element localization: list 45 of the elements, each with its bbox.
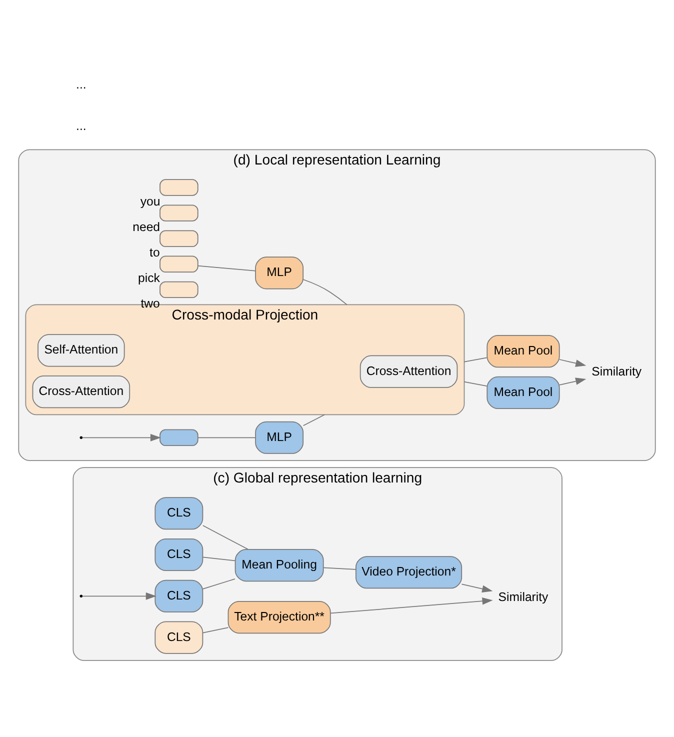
node-box: CLS: [154, 621, 204, 654]
connector: [202, 556, 236, 562]
node-box: [160, 256, 198, 272]
node-box: Cross-Attention: [360, 355, 458, 388]
node-label: you: [140, 194, 160, 208]
arrow: [559, 359, 586, 367]
node-box: Mean Pooling: [234, 549, 324, 582]
connector: [302, 414, 325, 426]
arrow: [82, 434, 161, 442]
label: ...: [76, 119, 86, 134]
connector: [464, 357, 488, 362]
node-label: pick: [138, 270, 160, 285]
arrow: [330, 597, 493, 614]
node-box: Mean Pool: [486, 376, 560, 409]
node-box: CLS: [154, 538, 204, 572]
node-label: to: [150, 245, 160, 260]
arrow: [461, 584, 493, 592]
node-box: [160, 179, 198, 196]
node-box: [160, 204, 198, 222]
node-box: CLS: [154, 580, 204, 612]
node-box: Self-Attention: [38, 334, 125, 367]
connector: [202, 525, 248, 550]
connector: [202, 627, 229, 634]
arrow: [559, 378, 586, 386]
label: ...: [76, 78, 86, 92]
connector: [202, 578, 236, 590]
node-text: Similarity: [498, 590, 548, 604]
connector: [323, 567, 356, 570]
node-box: CLS: [154, 497, 204, 530]
node-box: [160, 429, 198, 446]
connector: [197, 265, 256, 272]
node-text: Similarity: [592, 364, 642, 379]
connector: [197, 437, 256, 438]
connector: [464, 381, 488, 386]
node-box: Text Projection**: [228, 600, 331, 634]
node-box: [160, 230, 198, 247]
node-box: [160, 281, 198, 298]
connector: [302, 279, 348, 306]
node-box: Mean Pool: [486, 335, 560, 368]
arrow: [82, 592, 156, 600]
node-box: Cross-Attention: [32, 376, 130, 408]
node-box: Video Projection*: [356, 556, 462, 589]
node-box: MLP: [255, 421, 304, 454]
node-label: need: [132, 220, 160, 234]
node-box: MLP: [255, 256, 304, 290]
